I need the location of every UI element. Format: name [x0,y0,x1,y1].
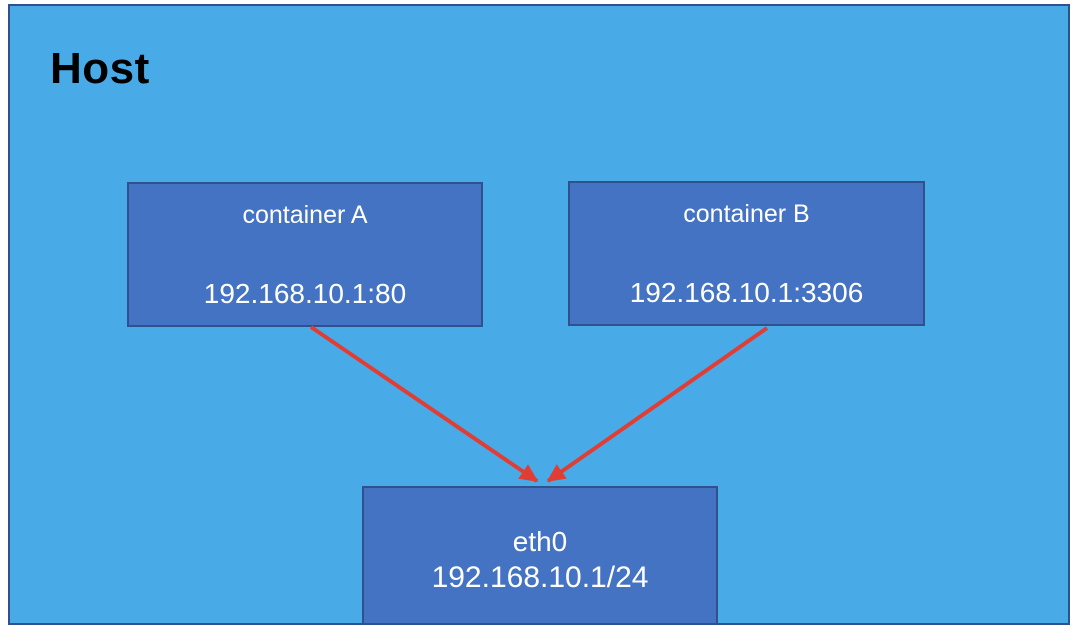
eth0-title: eth0 [512,525,568,557]
node-container-b: container B 192.168.10.1:3306 [568,181,925,326]
host-label: Host [50,44,150,93]
node-eth0: eth0 192.168.10.1/24 [362,486,718,625]
container-b-title: container B [683,200,810,228]
container-a-title: container A [242,201,368,229]
container-b-address: 192.168.10.1:3306 [629,277,864,308]
node-container-a: container A 192.168.10.1:80 [127,182,483,327]
eth0-address: 192.168.10.1/24 [431,560,649,594]
container-a-address: 192.168.10.1:80 [203,278,407,309]
